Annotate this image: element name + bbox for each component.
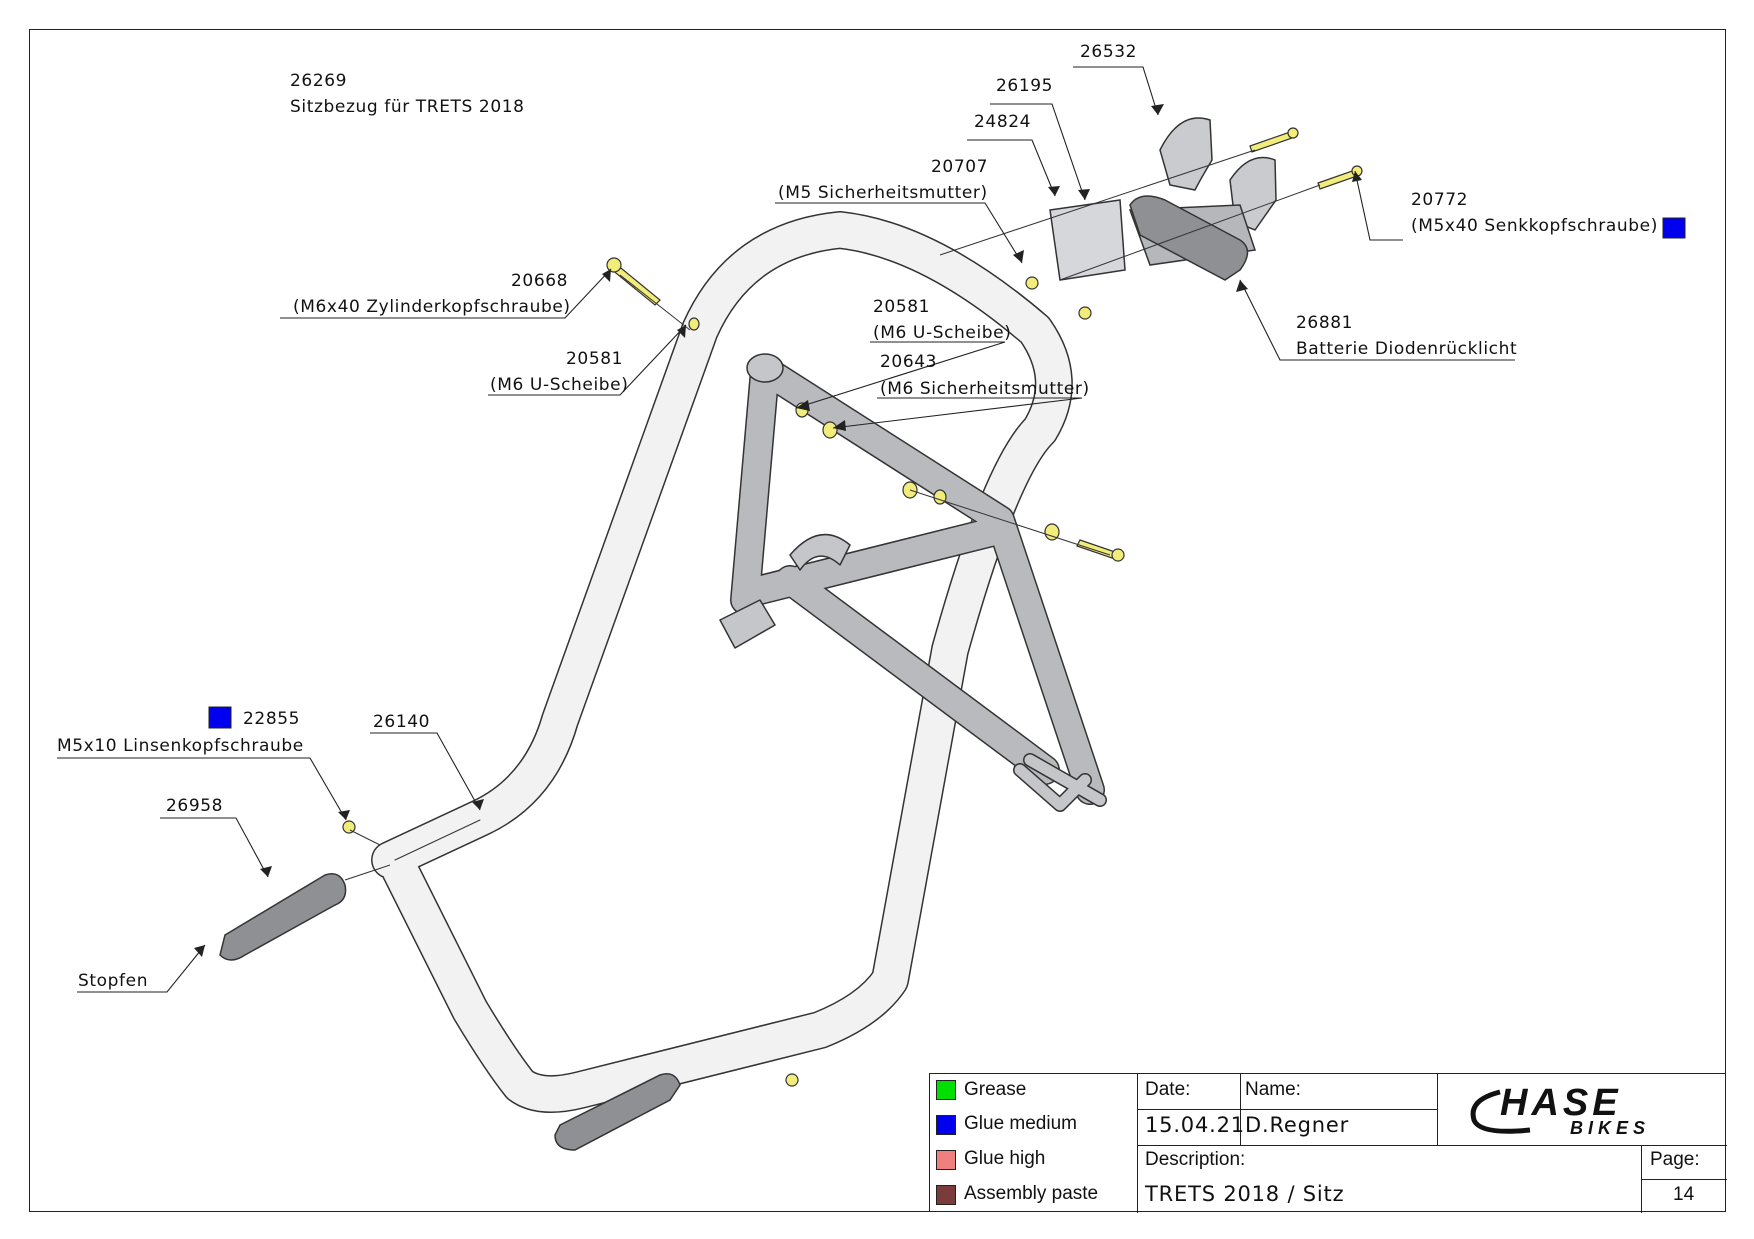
screw-parts [342,127,1363,1087]
callout-26269-number: 26269 [290,71,347,91]
callout-26881-desc: Batterie Diodenrücklicht [1296,339,1517,359]
callout-26881-number: 26881 [1296,313,1353,333]
title-block: Grease Glue medium Glue high Assembly pa… [929,1073,1727,1213]
seat-subframe [719,353,1107,812]
callout-20772-desc: (M5x40 Senkkopfschraube) [1411,216,1658,236]
legend-swatch-0 [936,1080,956,1100]
assembly-axis-lines [344,149,1321,881]
legend-swatch-1 [936,1115,956,1135]
glue-marker-20772 [1662,217,1686,239]
drawing-border [29,29,1726,1212]
washers-and-nuts [688,317,1060,541]
legend-label-0: Grease [964,1079,1027,1100]
legend-label-2: Glue high [964,1148,1046,1169]
logo-top-text: HASE [1500,1082,1622,1124]
callout-20668-number: 20668 [511,271,568,291]
callout-26140-number: 26140 [373,712,430,732]
legend-label-1: Glue medium [964,1113,1077,1134]
callout-20772-number: 20772 [1411,190,1468,210]
logo-bottom-text: BIKES [1570,1118,1651,1138]
date-value: 15.04.21 [1145,1113,1245,1137]
name-value: D.Regner [1245,1113,1350,1137]
callout-20581b-desc: (M6 U-Scheibe) [873,323,1011,343]
logo-swoosh-icon [1470,1089,1531,1134]
battery-light-26881 [1129,195,1249,281]
date-label: Date: [1145,1079,1191,1100]
hase-bikes-logo: HASE BIKES [1460,1080,1710,1140]
legend-swatch-2 [936,1150,956,1170]
tb-hline-page [1641,1179,1727,1180]
tb-divider-name [1437,1074,1438,1145]
sleeve-26958 [219,873,681,1151]
callout-20668-desc: (M6x40 Zylinderkopfschraube) [293,297,571,317]
glue-marker-22855 [208,706,232,729]
leader-arrowheads [194,104,1362,957]
callout-20643-desc: (M6 Sicherheitsmutter) [880,379,1090,399]
callout-22855-number: 22855 [243,709,300,729]
callout-26269-desc: Sitzbezug für TRETS 2018 [290,97,525,117]
callout-26195-number: 26195 [996,76,1053,96]
callout-24824-number: 24824 [974,112,1031,132]
tb-hline-mid [1137,1145,1727,1146]
callout-20581a-number: 20581 [566,349,623,369]
legend-label-3: Assembly paste [964,1183,1099,1204]
tb-hline-date [1137,1109,1437,1110]
seat-frame-26140 [371,211,1073,1113]
page-value: 14 [1673,1184,1695,1205]
tb-divider-legend [1137,1074,1138,1213]
leader-lines [57,66,1515,993]
callout-20643-number: 20643 [880,352,937,372]
callout-20707-desc: (M5 Sicherheitsmutter) [778,183,988,203]
callout-20581b-number: 20581 [873,297,930,317]
callout-stopfen-desc: Stopfen [78,971,148,991]
callout-20707-number: 20707 [931,157,988,177]
callout-22855-desc: M5x10 Linsenkopfschraube [57,736,304,756]
callout-26958-number: 26958 [166,796,223,816]
page-label: Page: [1650,1149,1700,1170]
description-label: Description: [1145,1149,1246,1170]
callout-26532-number: 26532 [1080,42,1137,62]
callout-20581a-desc: (M6 U-Scheibe) [490,375,628,395]
legend-swatch-3 [936,1185,956,1205]
name-label: Name: [1245,1079,1301,1100]
description-value: TRETS 2018 / Sitz [1145,1182,1345,1206]
